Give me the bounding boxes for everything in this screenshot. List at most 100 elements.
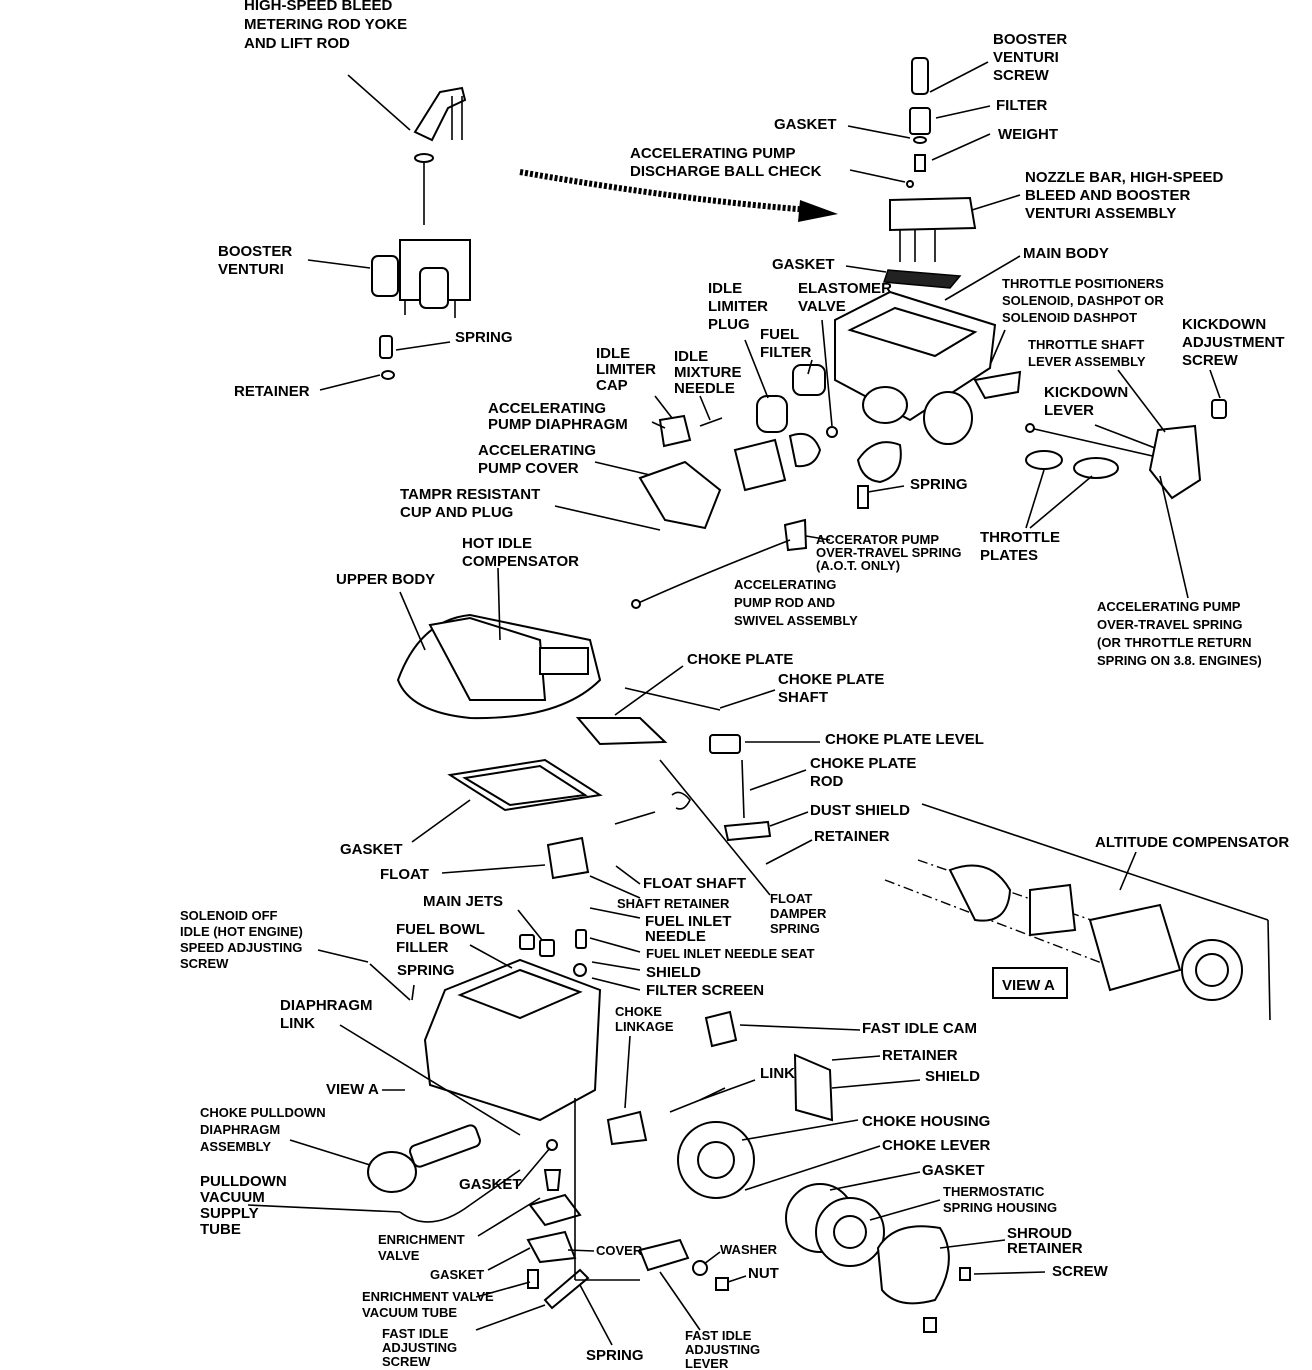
altitude-comp-parts [884,803,1271,1021]
label-line: ACCELERATING PUMP [630,145,796,162]
label-line: NEEDLE [645,928,706,945]
label-line: PULLDOWN [200,1173,287,1190]
label-line: CUP AND PLUG [400,504,513,521]
label-line: UPPER BODY [336,571,435,588]
label-line: CHOKE PLATE [810,755,916,772]
label-gasket-2: GASKET [772,256,835,273]
label-line: KICKDOWN [1044,384,1128,401]
label-line: FAST IDLE [685,1328,752,1343]
label-line: SPRING [910,476,968,493]
booster-venturi-part [371,239,471,380]
label-line: ELASTOMER [798,280,892,297]
label-line: FLOAT [380,866,429,883]
label-shield-1: SHIELD [646,964,701,981]
label-line: LINK [280,1015,315,1032]
label-line: SPRING [770,921,820,936]
label-altitude-comp: ALTITUDE COMPENSATOR [1095,834,1289,851]
gasket-float-parts [447,758,656,880]
label-line: VIEW A [1002,977,1055,994]
label-cover: COVER [596,1243,643,1258]
label-line: ENRICHMENT [378,1232,465,1247]
label-line: TAMPR RESISTANT [400,486,540,503]
label-line: FAST IDLE [382,1326,449,1341]
label-line: MAIN BODY [1023,245,1109,262]
label-line: (A.O.T. ONLY) [816,558,900,573]
label-line: ACCELERATING [734,577,836,592]
label-line: CHOKE PLATE LEVEL [825,731,984,748]
label-line: DIAPHRAGM [280,997,373,1014]
label-line: SHAFT [778,689,828,706]
label-line: CHOKE PLATE [778,671,884,688]
label-line: GASKET [774,116,837,133]
label-main-body: MAIN BODY [1023,245,1109,262]
label-line: LEVER [1044,402,1094,419]
label-nut: NUT [748,1265,779,1282]
label-line: DISCHARGE BALL CHECK [630,163,822,180]
label-gasket-3: GASKET [340,841,403,858]
label-line: ACCELERATING PUMP [1097,599,1241,614]
label-line: THROTTLE [980,529,1060,546]
label-line: FAST IDLE CAM [862,1020,977,1037]
label-line: WASHER [720,1242,778,1257]
label-line: ADJUSTING [382,1340,457,1355]
label-gasket-5: GASKET [459,1176,522,1193]
label-line: COMPENSATOR [462,553,579,570]
label-gasket-6: GASKET [430,1267,484,1282]
label-line: THERMOSTATIC [943,1184,1045,1199]
label-line: SCREW [1182,352,1239,369]
label-line: DIAPHRAGM [200,1122,280,1137]
upper-body-part [396,613,602,720]
label-line: VENTURI [218,261,284,278]
label-line: HIGH-SPEED BLEED [244,0,393,14]
nozzle-bar-stack-part [882,57,977,289]
label-line: PLATES [980,547,1038,564]
label-line: SPRING [586,1347,644,1364]
label-spring-1: SPRING [455,329,513,346]
label-line: SCREW [1052,1263,1109,1280]
label-line: KICKDOWN [1182,316,1266,333]
label-line: ACCELERATING [488,400,606,417]
label-line: FILLER [396,939,449,956]
choke-plate-parts [575,687,772,842]
leader-lines [247,61,1221,1346]
label-choke-housing: CHOKE HOUSING [862,1113,990,1130]
label-line: VALVE [798,298,846,315]
label-line: GASKET [340,841,403,858]
label-view-a-2: VIEW A [326,1081,379,1098]
label-upper-body: UPPER BODY [336,571,435,588]
label-line: CAP [596,377,628,394]
label-line: PUMP COVER [478,460,579,477]
label-line: FUEL INLET [645,913,731,930]
label-line: VIEW A [326,1081,379,1098]
label-filter-screen: FILTER SCREEN [646,982,764,999]
label-gasket-4: GASKET [922,1162,985,1179]
label-line: PUMP ROD AND [734,595,835,610]
label-line: METERING ROD YOKE [244,16,407,33]
label-gasket-1: GASKET [774,116,837,133]
label-line: THROTTLE SHAFT [1028,337,1144,352]
label-line: NUT [748,1265,779,1282]
label-retainer-3: RETAINER [882,1047,958,1064]
label-line: ADJUSTMENT [1182,334,1285,351]
label-line: SUPPLY [200,1205,259,1222]
label-line: SHAFT RETAINER [617,896,730,911]
label-choke-plate-level: CHOKE PLATE LEVEL [825,731,984,748]
label-line: ADJUSTING [685,1342,760,1357]
label-line: OVER-TRAVEL SPRING [816,545,961,560]
label-line: VENTURI ASSEMBLY [1025,205,1176,222]
